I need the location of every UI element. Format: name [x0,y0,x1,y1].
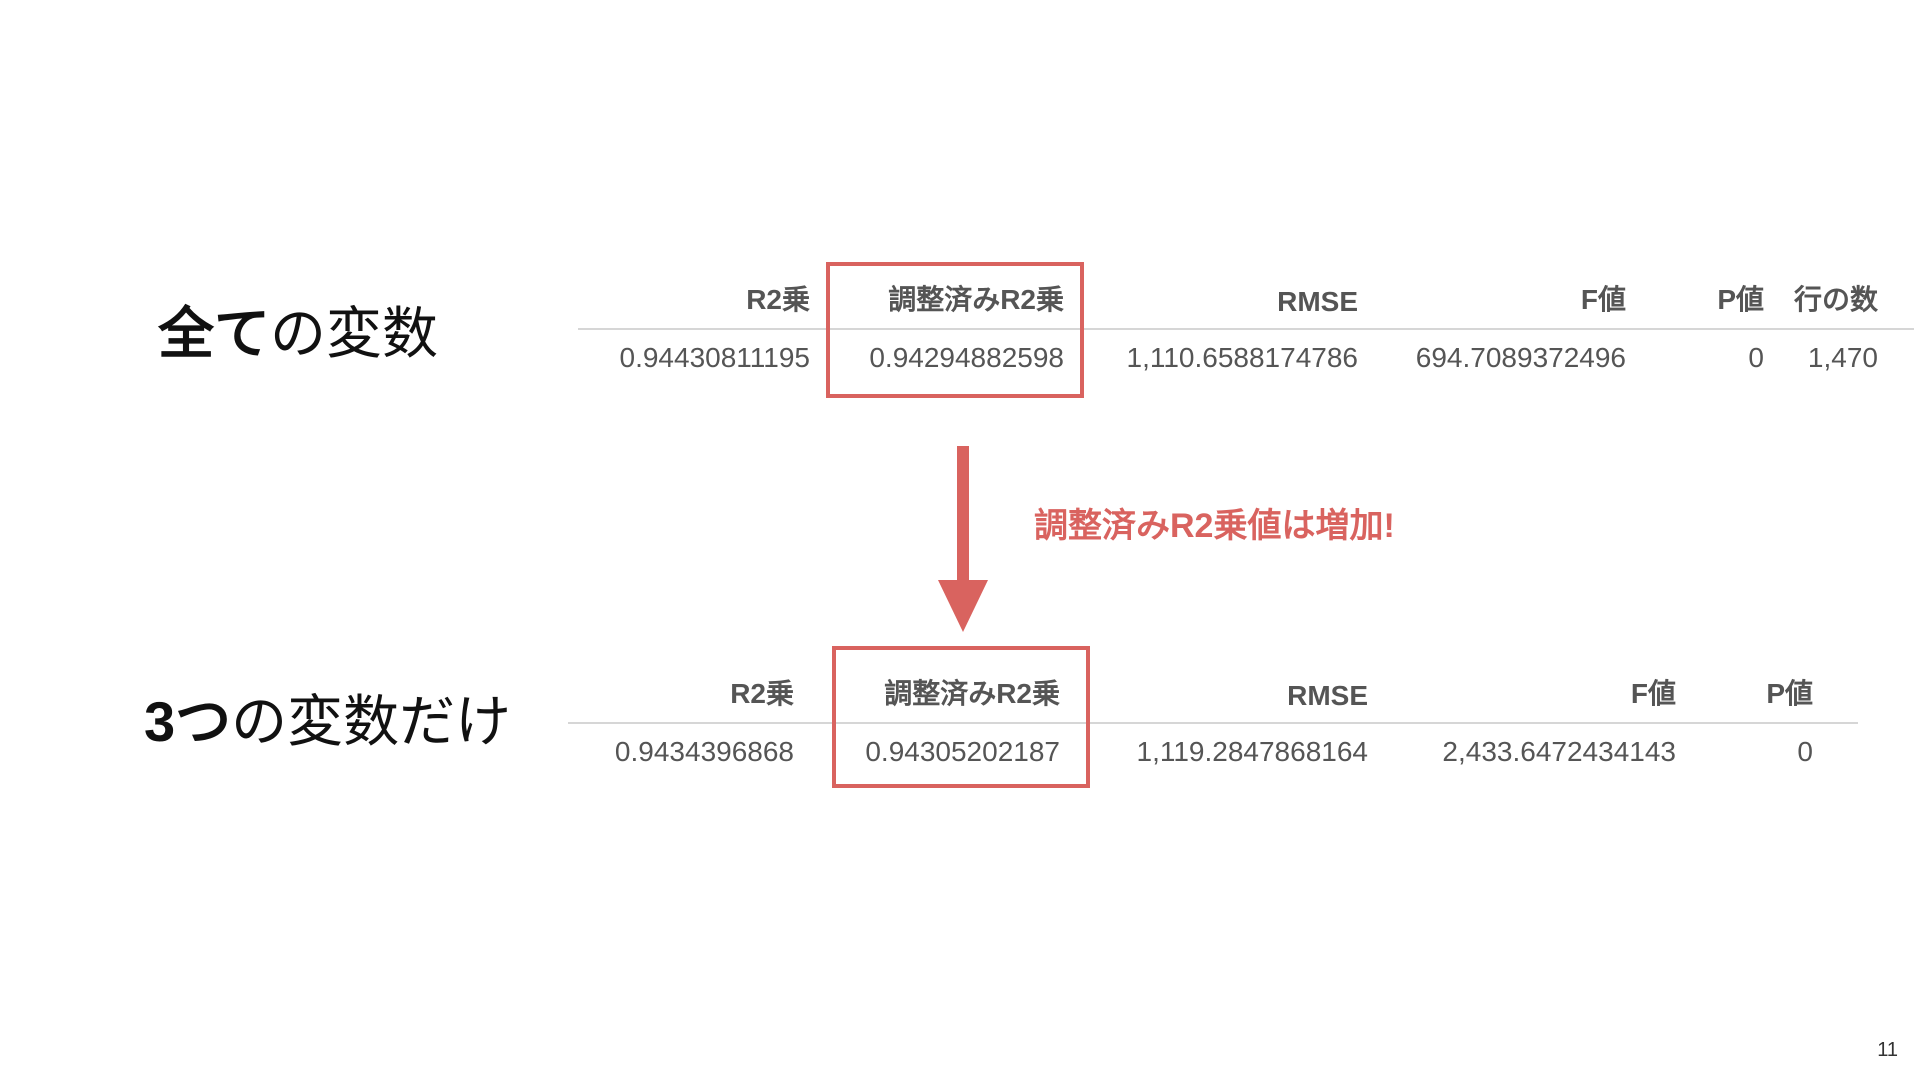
col-header-p-value: P値 [1676,666,1858,724]
stats-table-all-variables: R2乗 調整済みR2乗 RMSE F値 P値 行の数 0.94430811195… [578,272,1914,388]
cell-adjusted-r2: 0.94305202187 [865,736,1060,767]
down-arrow-shaft [957,446,969,586]
cell-f-value: 2,433.6472434143 [1442,736,1676,767]
stats-table-three-variables: R2乗 調整済みR2乗 RMSE F値 P値 0.9434396868 0.94… [568,666,1858,782]
table-row: 0.9434396868 0.94305202187 1,119.2847868… [568,723,1858,782]
col-header-rmse: RMSE [1064,272,1358,330]
table-header-row: R2乗 調整済みR2乗 RMSE F値 P値 [568,666,1858,724]
section-label-three-strong: 3つ [144,690,232,753]
col-header-r2: R2乗 [578,272,810,330]
col-header-rmse: RMSE [1060,666,1368,724]
cell-r2: 0.94430811195 [619,342,811,373]
cell-p-value: 0 [1797,736,1813,767]
highlight-box-adjusted-r2-all [826,262,1084,398]
cell-rmse: 1,119.2847868164 [1136,736,1369,767]
col-header-f-value: F値 [1358,272,1626,330]
section-label-three-variables: 3つの変数だけ [144,694,511,750]
section-label-all-light: の変数 [270,302,438,365]
table-header-row: R2乗 調整済みR2乗 RMSE F値 P値 行の数 [578,272,1914,330]
col-header-adjusted-r2: 調整済みR2乗 [810,272,1064,330]
table-row: 0.94430811195 0.94294882598 1,110.658817… [578,329,1914,388]
annotation-text: 調整済みR2乗値は増加! [1034,507,1395,545]
page-number: 11 [1877,1039,1898,1061]
cell-row-count: 1,470 [1807,342,1878,373]
cell-f-value: 694.7089372496 [1415,342,1626,373]
col-header-f-value: F値 [1368,666,1676,724]
cell-rmse: 1,110.6588174786 [1126,342,1359,373]
col-header-row-count: 行の数 [1764,272,1914,330]
down-arrow-icon [938,580,988,632]
section-label-three-light: の変数だけ [231,690,512,753]
section-label-all-strong: 全て [158,302,270,365]
cell-adjusted-r2: 0.94294882598 [869,342,1064,373]
col-header-adjusted-r2: 調整済みR2乗 [794,666,1060,724]
highlight-box-adjusted-r2-three [832,646,1090,788]
col-header-r2: R2乗 [568,666,794,724]
cell-p-value: 0 [1748,342,1764,373]
cell-r2: 0.9434396868 [614,736,794,767]
col-header-p-value: P値 [1626,272,1764,330]
section-label-all-variables: 全ての変数 [158,306,438,362]
